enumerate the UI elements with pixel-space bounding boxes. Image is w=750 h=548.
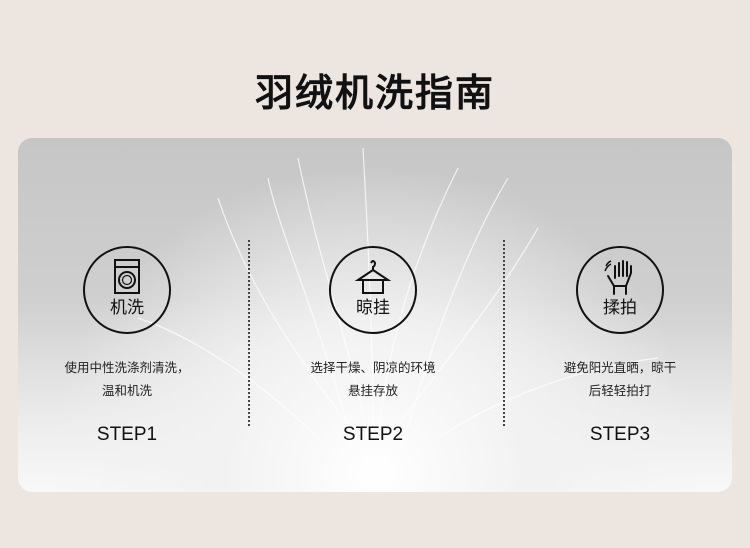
step-desc-line: 温和机洗 <box>101 383 152 398</box>
hand-icon <box>604 260 632 295</box>
step-icon-label: 晾挂 <box>356 298 390 318</box>
step-desc-line: 使用中性洗涤剂清洗， <box>64 360 190 375</box>
step-desc-line: 悬挂存放 <box>347 383 398 398</box>
step-desc-line: 后轻轻拍打 <box>588 383 652 398</box>
step-icon-circle: 揉拍 <box>576 246 664 334</box>
step-icon-circle: 晾挂 <box>329 246 417 334</box>
step-1: 机洗 使用中性洗涤剂清洗， 温和机洗 STEP1 <box>18 246 250 466</box>
washing-machine-icon <box>114 259 140 294</box>
step-label: STEP1 <box>96 424 158 445</box>
step-label: STEP2 <box>342 424 404 445</box>
step-icon-label: 揉拍 <box>603 298 637 318</box>
step-desc-line: 避免阳光直晒，晾干 <box>563 360 677 375</box>
hanger-icon <box>355 260 391 294</box>
step-2: 晾挂 选择干燥、阴凉的环境悬挂存放 STEP2 <box>250 246 496 466</box>
step-label: STEP3 <box>589 424 651 445</box>
divider <box>503 240 505 426</box>
guide-card: 机洗 使用中性洗涤剂清洗， 温和机洗 STEP1 晾挂 选择干燥、阴凉的环境悬挂存… <box>18 138 732 492</box>
page-title: 羽绒机洗指南 <box>254 71 495 115</box>
step-desc-line: 选择干燥、阴凉的环境 <box>310 360 436 375</box>
step-icon-circle: 机洗 <box>83 246 171 334</box>
divider <box>248 240 250 426</box>
step-3: 揉拍 避免阳光直晒，晾干后轻轻拍打 STEP3 <box>497 246 732 466</box>
step-icon-label: 机洗 <box>110 298 144 318</box>
